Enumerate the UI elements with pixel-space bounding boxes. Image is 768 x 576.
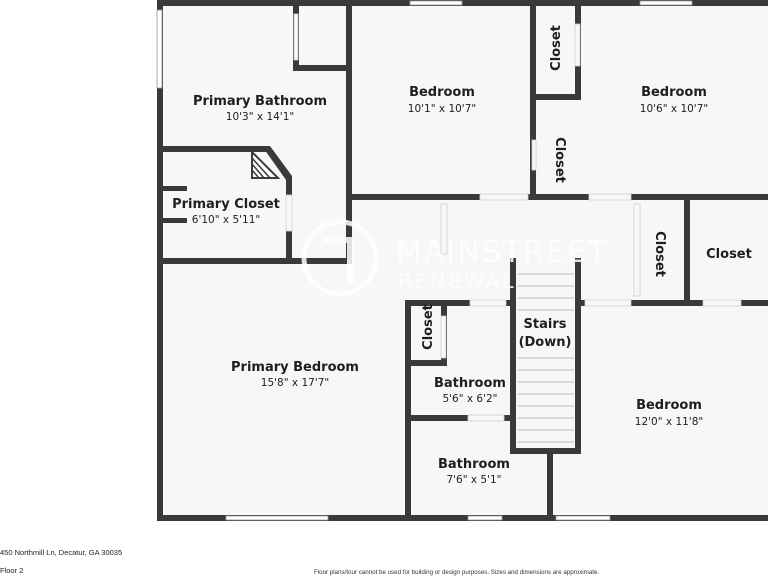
disclaimer: Floor plans/tour cannot be used for buil… (314, 569, 600, 576)
label-primary-bathroom: Primary Bathroom (193, 94, 327, 109)
label-stairs-direction: (Down) (519, 335, 572, 350)
label-closet-right: Closet (706, 247, 752, 262)
label-bedroom-bottom-right: Bedroom (636, 398, 702, 413)
label-closet-top-2: Closet (552, 137, 567, 183)
floor-label: Floor 2 (0, 566, 24, 575)
door-openings (285, 13, 742, 422)
label-closet-hall: Closet (652, 231, 667, 277)
label-bedroom-top-middle: Bedroom (409, 85, 475, 100)
dims-bedroom-top-right: 10'6" x 10'7" (640, 103, 708, 115)
label-closet-top-1: Closet (549, 25, 564, 71)
label-primary-closet: Primary Closet (172, 197, 280, 212)
dims-bedroom-top-middle: 10'1" x 10'7" (408, 103, 476, 115)
dims-primary-closet: 6'10" x 5'11" (192, 214, 260, 226)
watermark: MAINSTREET RENEWAL (301, 219, 608, 297)
label-closet-small: Closet (421, 304, 436, 350)
dims-bathroom-upper: 5'6" x 6'2" (442, 393, 497, 405)
label-bathroom-upper: Bathroom (434, 376, 506, 391)
property-address: 450 Northmill Ln, Decatur, GA 30035 (0, 548, 123, 557)
windows (156, 0, 693, 521)
label-stairs: Stairs (524, 317, 567, 332)
label-bedroom-top-right: Bedroom (641, 85, 707, 100)
dims-bedroom-bottom-right: 12'0" x 11'8" (635, 416, 703, 428)
shaft-hatch (251, 149, 281, 179)
label-bathroom-lower: Bathroom (438, 457, 510, 472)
dims-bathroom-lower: 7'6" x 5'1" (446, 474, 501, 486)
watermark-line2: RENEWAL (398, 269, 517, 293)
watermark-logo-icon (301, 219, 379, 297)
label-primary-bedroom: Primary Bedroom (231, 360, 359, 375)
stairs-treads (516, 262, 575, 448)
dims-primary-bedroom: 15'8" x 17'7" (261, 377, 329, 389)
dims-primary-bathroom: 10'3" x 14'1" (226, 111, 294, 123)
watermark-line1: MAINSTREET (396, 235, 608, 270)
